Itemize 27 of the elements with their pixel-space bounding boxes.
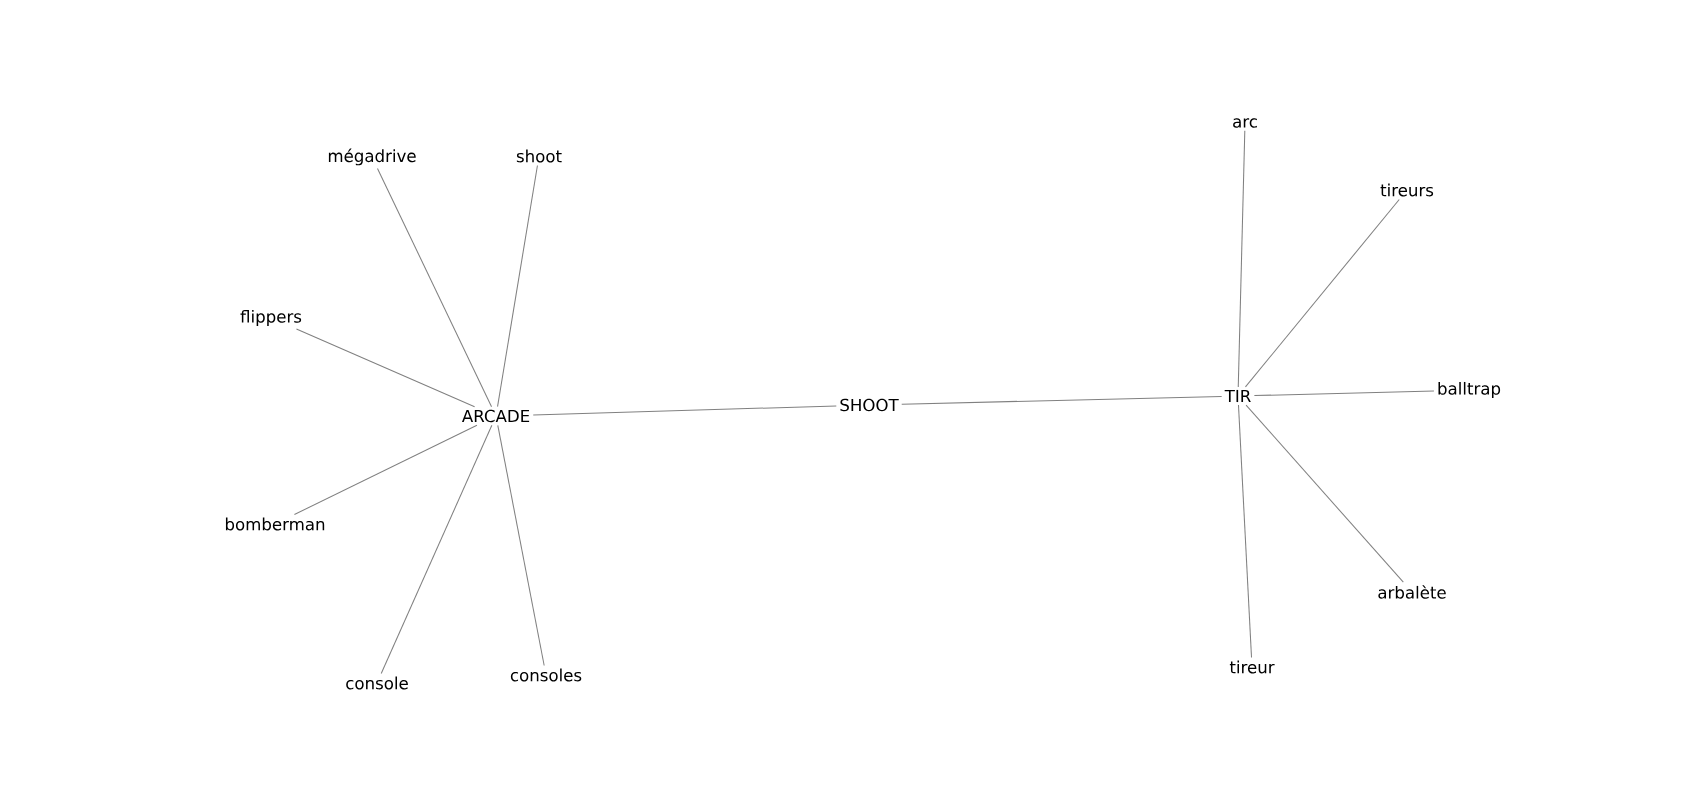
node-label: balltrap [1438, 381, 1501, 399]
node-label: consoles [510, 668, 582, 682]
node-label: tireur [1229, 660, 1275, 674]
connector-line [497, 424, 545, 667]
node-label: arbalète [1378, 585, 1446, 599]
connector-line [532, 405, 837, 416]
connector-line [293, 424, 478, 516]
connector-line [380, 424, 493, 675]
node-label: SHOOT [840, 398, 899, 412]
connector-line [1237, 404, 1253, 659]
node-label: flippers [240, 309, 302, 327]
node-label: shoot [516, 149, 562, 163]
node-label: TIR [1224, 389, 1251, 403]
node-label: console [346, 676, 408, 690]
node-label: ARCADE [461, 409, 530, 423]
node-label: tireurs [1380, 183, 1434, 197]
connector-line [1245, 404, 1404, 583]
connector-line [1237, 130, 1246, 388]
node-label: bomberman [225, 517, 325, 531]
connector-line [1253, 390, 1435, 397]
connector-line [901, 395, 1223, 405]
connector-line [295, 328, 476, 408]
connector-line [497, 164, 538, 408]
node-label: mégadrive [328, 148, 416, 166]
connector-line [376, 167, 493, 408]
connector-line [1244, 198, 1400, 388]
node-label: arc [1233, 118, 1257, 128]
